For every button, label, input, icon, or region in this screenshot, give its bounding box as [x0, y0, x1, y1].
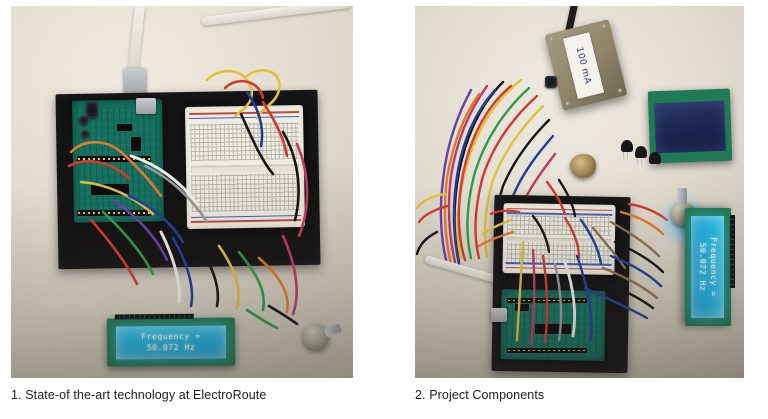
figure-1: Frequency = 50.072 Hz — [11, 6, 353, 378]
photo-state-of-the-art: Frequency = 50.072 Hz — [11, 6, 353, 378]
ic-chip — [131, 137, 141, 151]
figure-2-caption: 2. Project Components — [415, 388, 545, 402]
pin-header — [77, 210, 151, 216]
potentiometer-shaft — [677, 188, 687, 204]
jumper-wires — [67, 69, 309, 330]
arduino-usb-port — [136, 98, 156, 114]
arduino-usb-port — [491, 308, 507, 322]
cable-gland — [545, 76, 557, 88]
ic-chip — [515, 304, 529, 311]
capacitor — [79, 116, 88, 125]
microcontroller-chip — [535, 324, 571, 334]
photo-shadow-overlay — [415, 6, 744, 378]
capacitor — [81, 130, 89, 138]
pin-header — [507, 348, 587, 353]
figure-2: 100 mA — [415, 6, 744, 378]
ic-chip — [117, 124, 132, 131]
jumper-wires — [477, 178, 669, 346]
coil-inductor — [570, 154, 596, 178]
transistor — [635, 146, 647, 166]
figure-1-caption: 1. State-of the-art technology at Electr… — [11, 388, 267, 402]
barrel-jack — [86, 102, 98, 118]
pin-header — [77, 156, 151, 162]
photo-project-components: 100 mA — [415, 6, 744, 378]
photo-shadow-overlay — [11, 6, 353, 378]
transistor — [621, 140, 633, 160]
transistor — [649, 152, 661, 172]
